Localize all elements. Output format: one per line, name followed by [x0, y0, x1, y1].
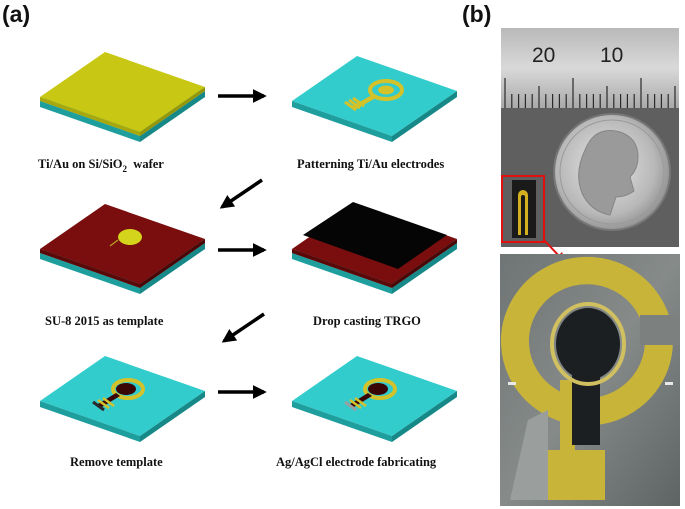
step-6-caption: Ag/AgCl electrode fabricating: [276, 455, 437, 469]
ruler-number-20: 20: [532, 44, 555, 67]
step-4-caption: Drop casting TRGO: [313, 314, 421, 328]
micrograph: [500, 254, 680, 506]
step-5-caption: Remove template: [70, 455, 163, 469]
ruler: [501, 28, 679, 108]
gold-electrode-pattern: [344, 79, 404, 112]
step-5-remove-template: [40, 356, 205, 442]
step-1-caption: Ti/Au on Si/SiO2 wafer: [38, 157, 164, 174]
step-6-ag-agcl: [292, 356, 457, 442]
ti-au-film: [40, 52, 205, 132]
su8-opening: [118, 229, 142, 245]
coin-profile: [578, 130, 639, 216]
step-2-caption: Patterning Ti/Au electrodes: [297, 157, 444, 171]
step-4-drop-casting: [292, 202, 457, 294]
su8-layer: [40, 204, 205, 284]
arrow-diagonal-1: [219, 178, 263, 209]
trgo-film: [303, 202, 447, 269]
photo-top: 20 10: [501, 28, 679, 262]
panel-label-a: (a): [2, 1, 30, 27]
ruler-number-10: 10: [600, 44, 623, 67]
ruler-ticks: [504, 78, 676, 108]
patterned-electrode: [92, 378, 145, 412]
arrow-diagonal-2: [221, 312, 265, 343]
step-3-su8-template: [40, 204, 205, 294]
step-3-caption: SU-8 2015 as template: [45, 314, 164, 328]
step-2-patterning: [292, 56, 457, 142]
trgo-stem: [572, 360, 600, 445]
final-electrode: [344, 378, 397, 412]
panel-label-b: (b): [462, 1, 491, 27]
sensor-chip: [512, 180, 536, 238]
sensor-highlight-box: [501, 175, 545, 243]
step-1-wafer: [40, 52, 205, 142]
